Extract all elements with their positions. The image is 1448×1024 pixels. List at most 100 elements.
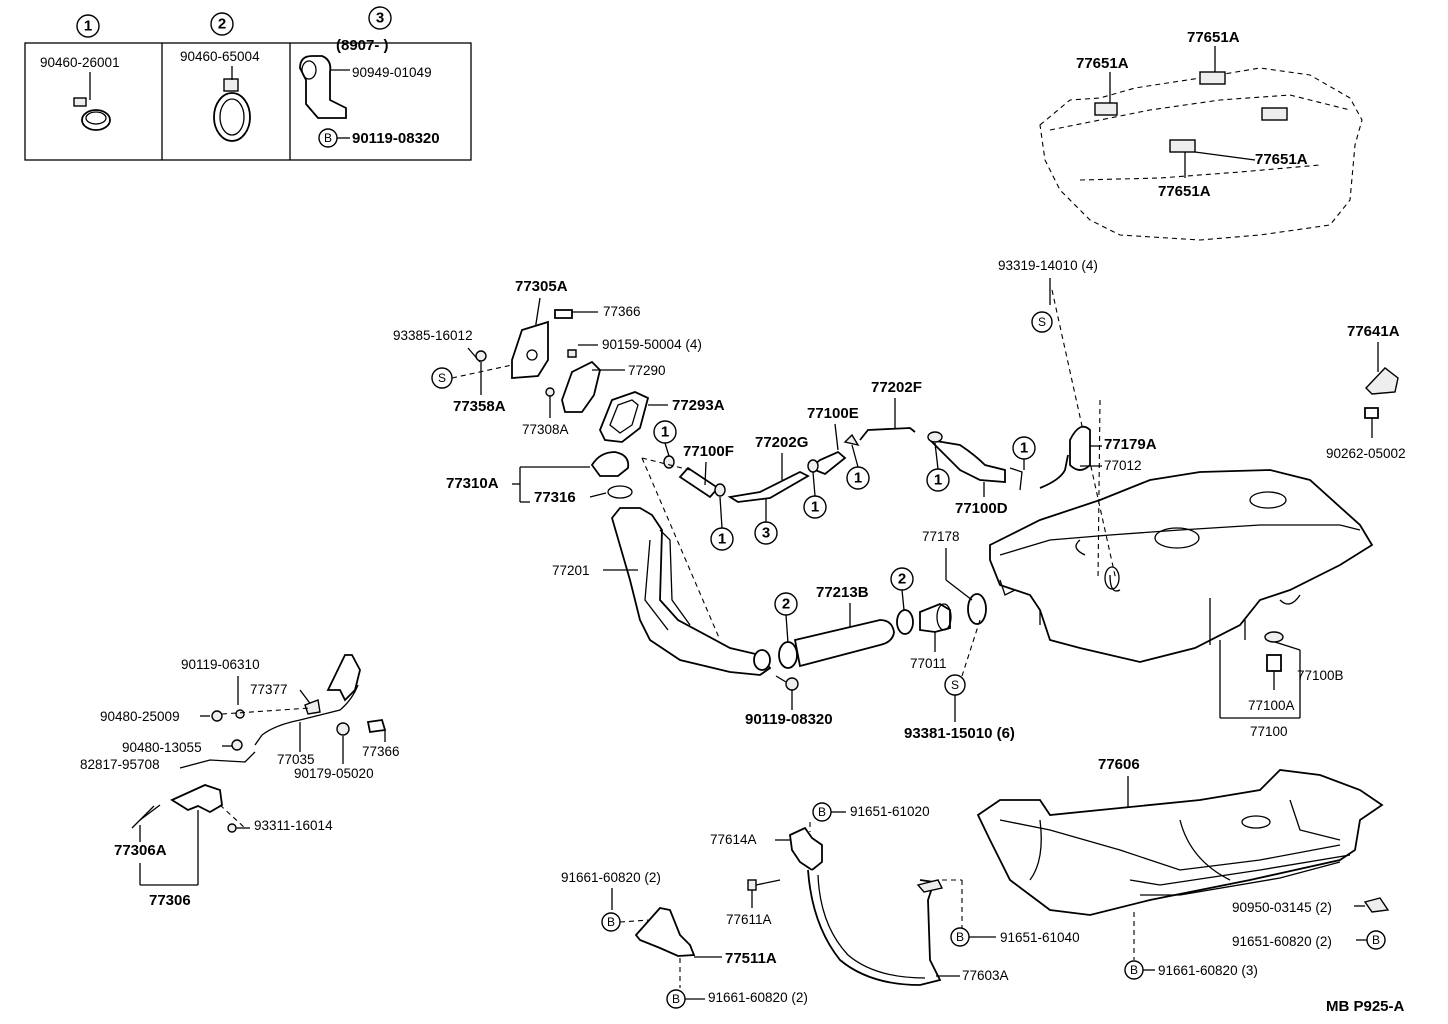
- svg-text:B: B: [956, 930, 964, 944]
- marker-b-4: B: [666, 989, 686, 1009]
- lid-opener-lever: [170, 784, 223, 814]
- svg-text:B: B: [607, 915, 615, 929]
- svg-text:B: B: [1130, 963, 1138, 977]
- band-bracket-77614A: [789, 826, 823, 872]
- marker-1-e: 1: [926, 468, 950, 492]
- clip-90950: [1363, 897, 1390, 913]
- fuel-tank-upper-outline: [1039, 46, 1363, 241]
- marker-s-1: S: [1031, 311, 1053, 333]
- label-77290: 77290: [628, 363, 666, 378]
- label-90119-06310: 90119-06310: [181, 657, 260, 672]
- drawing-code: MB P925-A: [1326, 998, 1405, 1015]
- marker-2-b: 2: [890, 567, 914, 591]
- label-91661-60820-2b: 91661-60820 (2): [708, 990, 808, 1005]
- legend-marker-1: 1: [76, 14, 100, 38]
- label-77308A: 77308A: [522, 422, 569, 437]
- marker-2-a: 2: [774, 592, 798, 616]
- svg-text:1: 1: [934, 472, 942, 489]
- label-90179: 90179-05020: [294, 766, 374, 781]
- marker-b-6: B: [1366, 930, 1386, 950]
- legend-part-1: 90460-26001: [40, 55, 120, 70]
- cable-end-bracket: [326, 654, 361, 702]
- label-77201: 77201: [552, 563, 590, 578]
- label-90480-25009: 90480-25009: [100, 709, 180, 724]
- label-77366-a: 77366: [603, 304, 641, 319]
- marker-b-3: B: [601, 912, 621, 932]
- label-82817: 82817-95708: [80, 757, 160, 772]
- label-77100E: 77100E: [807, 405, 859, 422]
- label-77100B: 77100B: [1297, 668, 1344, 683]
- label-77100D: 77100D: [955, 500, 1008, 517]
- gauge-screw: [1364, 407, 1379, 419]
- marker-b-1: B: [812, 802, 832, 822]
- marker-b-2: B: [950, 927, 970, 947]
- label-77641A: 77641A: [1347, 323, 1400, 340]
- svg-text:1: 1: [811, 499, 819, 516]
- label-77306: 77306: [149, 892, 191, 909]
- protector-pad-3: [1261, 107, 1288, 121]
- hose-77100F: [678, 466, 720, 499]
- hose-77100D: [927, 438, 1006, 483]
- hose-77202G: [727, 470, 810, 503]
- label-77651A-2: 77651A: [1187, 29, 1240, 46]
- label-77611A: 77611A: [726, 912, 772, 927]
- label-90119-08320: 90119-08320: [745, 711, 833, 728]
- label-90480-13055: 90480-13055: [122, 740, 202, 755]
- marker-1-c: 1: [803, 495, 827, 519]
- label-91661-60820-3: 91661-60820 (3): [1158, 963, 1258, 978]
- label-77293A: 77293A: [672, 397, 725, 414]
- bolt-marker-b: B: [318, 128, 338, 148]
- inlet-pipe-77011: [919, 602, 951, 633]
- legend-part-3: 90949-01049: [352, 65, 432, 80]
- band-bracket-77511A: [634, 907, 696, 957]
- label-77035: 77035: [277, 752, 315, 767]
- hose-77202F: [859, 427, 916, 441]
- label-93311: 93311-16014: [254, 818, 333, 833]
- svg-text:S: S: [951, 678, 959, 692]
- filler-neck-grommet: [1069, 425, 1091, 471]
- fuel-tank: [989, 469, 1374, 663]
- label-90950: 90950-03145 (2): [1232, 900, 1332, 915]
- label-77606: 77606: [1098, 756, 1140, 773]
- svg-text:1: 1: [854, 470, 862, 487]
- legend-box: 1 2 3 90460-26001 90460-65004 (8907- ) 9…: [24, 6, 472, 161]
- svg-text:2: 2: [218, 16, 226, 33]
- hose-77213B: [793, 619, 895, 668]
- label-77603A: 77603A: [962, 968, 1009, 983]
- marker-b-5: B: [1124, 960, 1144, 980]
- svg-text:B: B: [818, 805, 826, 819]
- protector-pad-1: [1094, 102, 1118, 116]
- label-77178: 77178: [922, 529, 960, 544]
- filler-pipe: [611, 507, 772, 676]
- hose-77100E: [808, 450, 847, 476]
- marker-1-d: 1: [846, 466, 870, 490]
- label-77100F: 77100F: [683, 443, 734, 460]
- label-91661-60820-2a: 91661-60820 (2): [561, 870, 661, 885]
- marker-1-b: 1: [710, 527, 734, 551]
- label-77366-b: 77366: [362, 744, 400, 759]
- marker-s-2: S: [431, 367, 453, 389]
- marker-1-a: 1: [653, 420, 677, 444]
- label-77306A: 77306A: [114, 842, 167, 859]
- clamp-2-a: [778, 641, 798, 669]
- label-77202F: 77202F: [871, 379, 922, 396]
- hose-clamp-small-icon: [73, 72, 111, 131]
- label-77100A: 77100A: [1248, 698, 1295, 713]
- label-77651A-3: 77651A: [1255, 151, 1308, 168]
- protector-pad-2: [1199, 71, 1226, 85]
- filler-gasket: [599, 391, 650, 443]
- label-90262: 90262-05002: [1326, 446, 1406, 461]
- legend-range-3: (8907- ): [336, 37, 389, 54]
- label-91651-60820: 91651-60820 (2): [1232, 934, 1332, 949]
- protector-pad-4: [1169, 139, 1196, 153]
- tank-protector-77606: [976, 769, 1384, 916]
- svg-text:B: B: [1372, 933, 1380, 947]
- clamp-2-b: [896, 609, 914, 635]
- legend-marker-2: 2: [210, 12, 234, 36]
- legend-bolt-3: 90119-08320: [352, 130, 440, 147]
- gasket-77178: [967, 593, 987, 625]
- svg-text:1: 1: [718, 531, 726, 548]
- svg-text:1: 1: [84, 18, 92, 35]
- sender-gauge-bracket: [1365, 367, 1399, 395]
